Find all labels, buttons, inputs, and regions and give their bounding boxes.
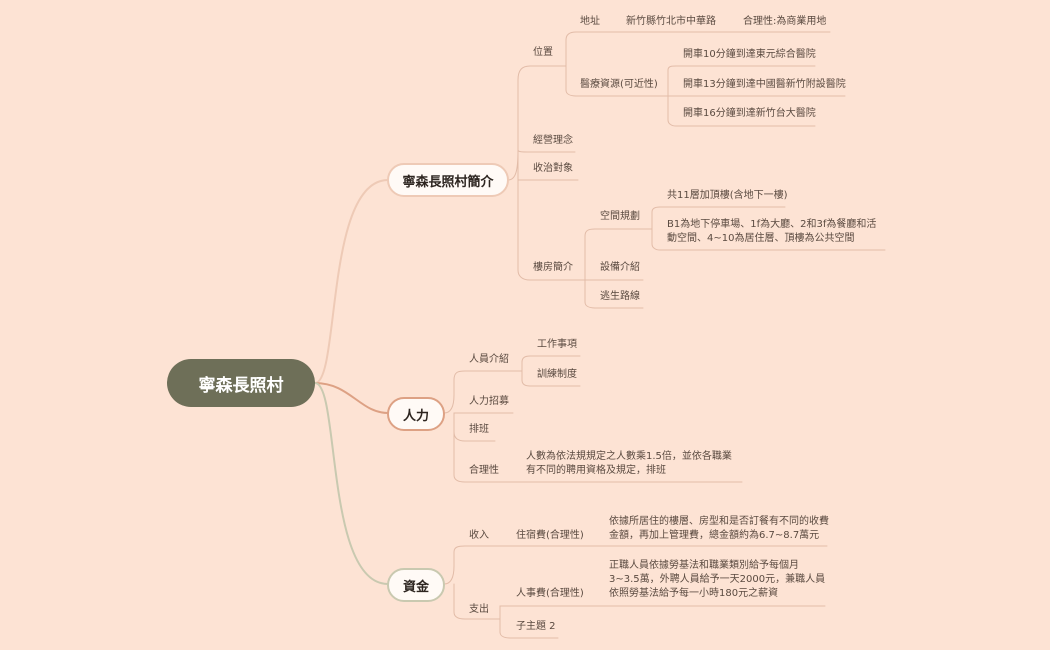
address-value[interactable]: 新竹縣竹北市中華路 [626, 16, 716, 27]
space-item-2[interactable]: B1為地下停車場、1f為大廳、2和3f為餐廳和活動空間、4~10為居住層、頂樓為… [667, 219, 877, 244]
medical-item-2[interactable]: 開車13分鐘到達中國醫新竹附設醫院 [683, 79, 846, 90]
branch-manpower-node[interactable]: 人力 [387, 397, 445, 431]
escape-label[interactable]: 逃生路線 [600, 291, 640, 302]
branch-intro-node[interactable]: 寧森長照村簡介 [387, 163, 509, 197]
staff-label[interactable]: 人員介紹 [469, 354, 509, 365]
reason-detail[interactable]: 人數為依法規規定之人數乘1.5倍，並依各職業有不同的聘用資格及規定，排班 [526, 451, 732, 476]
medical-label[interactable]: 醫療資源(可近性) [580, 79, 658, 90]
expense-sub2[interactable]: 子主題 2 [516, 621, 556, 632]
medical-item-1[interactable]: 開車10分鐘到達東元綜合醫院 [683, 49, 816, 60]
staff-item-work[interactable]: 工作事項 [537, 339, 577, 350]
philosophy-label[interactable]: 經營理念 [533, 135, 573, 146]
connector-root-branch1 [314, 179, 389, 384]
schedule-label[interactable]: 排班 [469, 424, 489, 435]
space-label[interactable]: 空間規劃 [600, 211, 640, 222]
income-sub[interactable]: 住宿費(合理性) [516, 530, 584, 541]
address-label[interactable]: 地址 [580, 16, 600, 27]
space-item-1[interactable]: 共11層加頂樓(含地下一樓) [667, 190, 788, 201]
branch-funds-node[interactable]: 資金 [387, 568, 445, 602]
staff-item-training[interactable]: 訓練制度 [537, 369, 577, 380]
recruit-label[interactable]: 人力招募 [469, 396, 509, 407]
expense-detail[interactable]: 正職人員依據勞基法和職業類別給予每個月3~3.5萬，外聘人員給予一天2000元，… [609, 560, 826, 599]
income-detail[interactable]: 依據所居住的樓層、房型和是否訂餐有不同的收費金額，再加上管理費，總金額約為6.7… [609, 516, 829, 541]
address-note[interactable]: 合理性:為商業用地 [743, 16, 827, 27]
root-node[interactable]: 寧森長照村 [167, 359, 315, 407]
location-label[interactable]: 位置 [533, 47, 553, 58]
connector-root-branch3 [314, 382, 389, 585]
building-label[interactable]: 樓房簡介 [533, 262, 573, 273]
reason-label[interactable]: 合理性 [469, 465, 499, 476]
expense-label[interactable]: 支出 [469, 604, 489, 615]
income-label[interactable]: 收入 [469, 530, 489, 541]
expense-sub[interactable]: 人事費(合理性) [516, 588, 584, 599]
facilities-label[interactable]: 設備介紹 [600, 262, 640, 273]
target-label[interactable]: 收治對象 [533, 163, 573, 174]
medical-item-3[interactable]: 開車16分鐘到達新竹台大醫院 [683, 108, 816, 119]
connector-root-branch2 [314, 382, 389, 414]
